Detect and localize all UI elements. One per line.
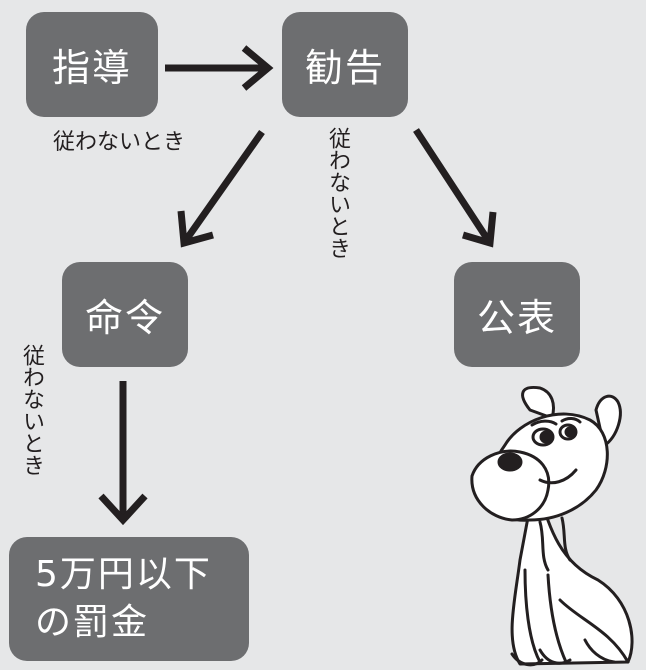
node-shido-label: 指導 (51, 46, 132, 90)
edge-label-meirei-to-bakkin: 従わないとき (19, 344, 44, 476)
arrow-kankoku-to-meirei (177, 129, 265, 248)
node-meirei-label: 命令 (84, 296, 165, 340)
node-bakkin-line1: 5万円以下 (35, 554, 212, 595)
node-kankoku: 勧告 (282, 12, 408, 117)
node-meirei: 命令 (62, 262, 188, 367)
arrow-kankoku-to-kohyo (413, 128, 497, 248)
node-kohyo: 公表 (454, 262, 580, 367)
arrow-meirei-to-bakkin (98, 381, 148, 526)
node-bakkin: 5万円以下 の罰金 (9, 537, 249, 661)
node-kankoku-label: 勧告 (304, 46, 385, 90)
edge-label-shido-to-meirei: 従わないとき (53, 130, 186, 155)
edge-label-kankoku-to-kohyo: 従わないとき (325, 127, 350, 259)
node-bakkin-line2: の罰金 (35, 602, 150, 643)
arrow-shido-to-kankoku (165, 45, 274, 91)
node-shido: 指導 (26, 12, 158, 117)
node-kohyo-label: 公表 (476, 296, 557, 340)
dog-illustration (470, 385, 634, 667)
